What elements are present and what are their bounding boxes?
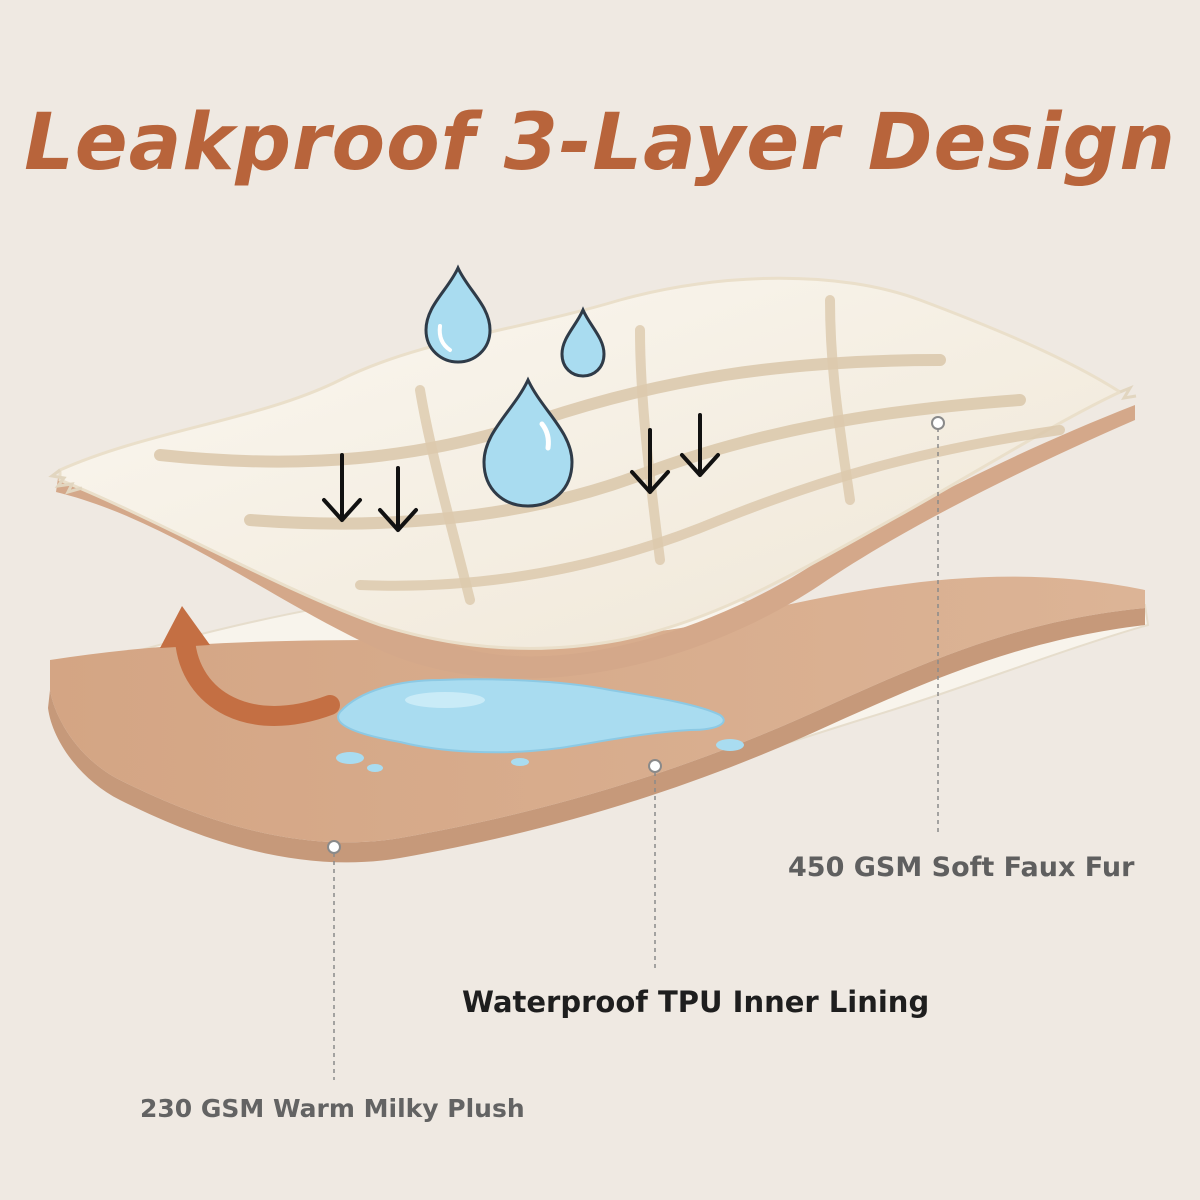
leader-line-tpu <box>648 759 662 970</box>
label-milky-plush: 230 GSM Warm Milky Plush <box>140 1094 525 1123</box>
label-tpu-lining: Waterproof TPU Inner Lining <box>462 985 930 1019</box>
leader-line-fur <box>931 416 945 835</box>
water-drop-icon <box>482 376 574 508</box>
down-arrow-icon <box>322 413 720 532</box>
water-drop-icon <box>560 306 606 378</box>
page-title: Leakproof 3-Layer Design <box>24 98 1176 188</box>
curved-arrow-icon <box>160 606 340 726</box>
label-faux-fur: 450 GSM Soft Faux Fur <box>788 852 1135 883</box>
water-puddle-icon <box>336 678 744 772</box>
leader-line-plush <box>327 840 341 1080</box>
water-drop-icon <box>424 264 492 364</box>
